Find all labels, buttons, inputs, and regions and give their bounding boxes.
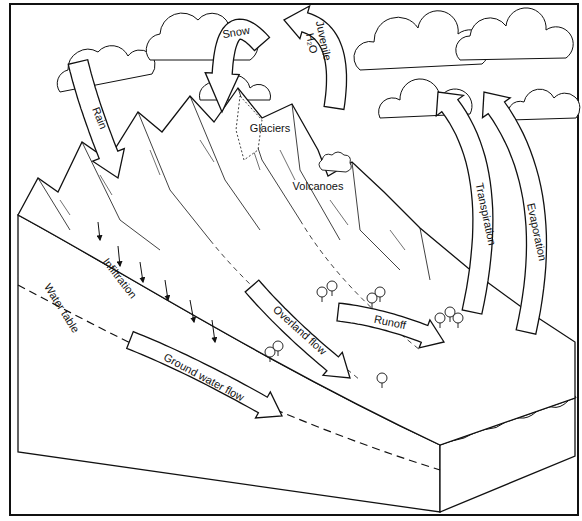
tree [327,281,337,291]
ridge-lines [38,88,430,280]
volcano-plume [319,152,351,172]
juvenile-water-label: Juvenile H₂O [301,17,334,67]
tree-trunk [270,357,271,362]
tree [435,313,445,323]
tree [375,287,385,297]
tree-trunk [380,297,381,302]
tree [377,373,387,383]
flow-arrows [68,6,546,418]
tree [453,313,463,323]
tree-trunk [450,317,451,322]
tree-trunk [458,323,459,328]
flow-arrow [337,303,444,348]
frame [10,4,578,515]
tree-trunk [278,351,279,356]
cloud [456,8,573,60]
volcanoes-label: Volcanoes [293,180,344,192]
tree-trunk [382,383,383,388]
infiltration-arrows [98,222,215,342]
flow-arrow [68,60,124,178]
flow-arrow [127,332,282,418]
flow-arrow [284,6,347,110]
flow-arrow [205,19,269,112]
flow-arrow [245,280,350,378]
cloud [508,89,580,120]
stream [210,220,420,380]
tree-trunk [322,297,323,302]
tree [273,341,283,351]
tree-trunk [332,291,333,296]
tree [317,287,327,297]
glaciers-label: Glaciers [250,122,290,134]
tree-trunk [440,323,441,328]
tree-trunk [372,303,373,308]
